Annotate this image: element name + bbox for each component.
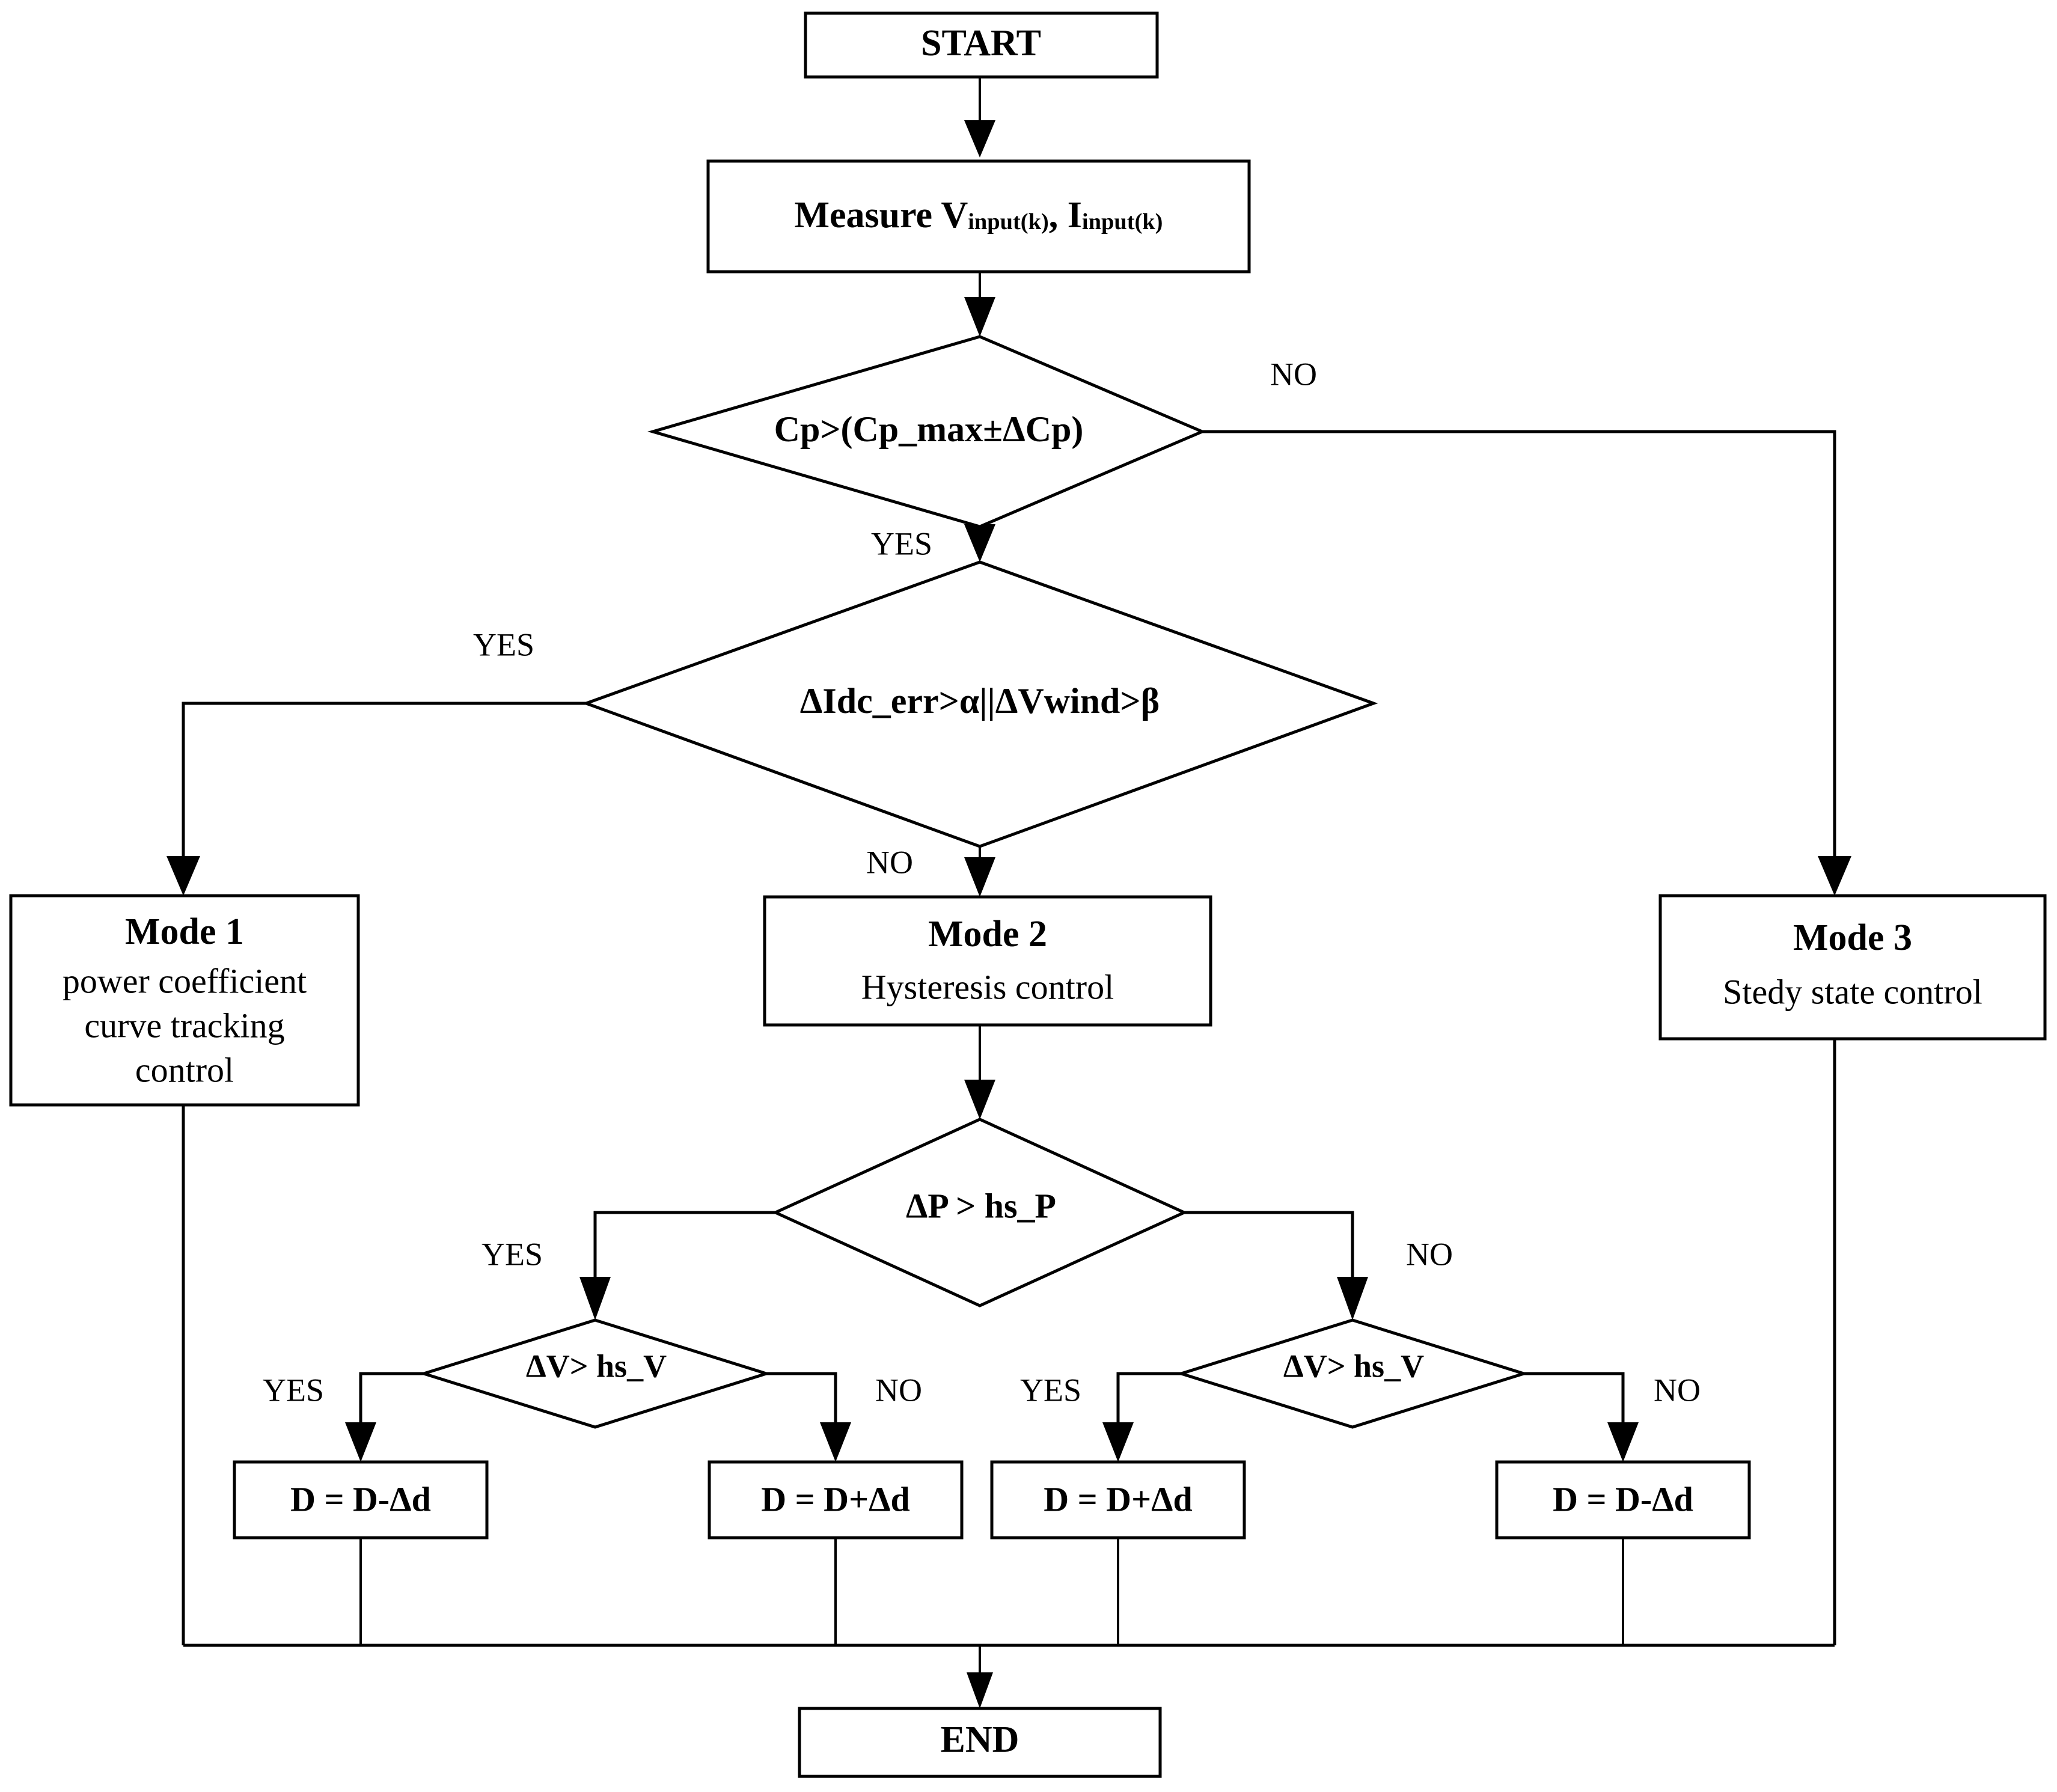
duty-c-label: D = D+Δd: [1044, 1479, 1193, 1518]
node-decision-dv-left[interactable]: ΔV> hs_V: [418, 1318, 772, 1429]
edge-measure-to-cp: [964, 272, 995, 337]
label-dvleft-no: NO: [875, 1372, 922, 1408]
node-duty-a[interactable]: D = D-Δd: [233, 1460, 489, 1540]
end-label: END: [941, 1719, 1019, 1760]
label-dp-no: NO: [1406, 1236, 1453, 1272]
mode1-line2: curve tracking: [84, 1006, 284, 1045]
label-idc-yes: YES: [473, 626, 534, 662]
node-start[interactable]: START: [804, 11, 1159, 79]
edge-idc-yes-to-mode1: [167, 702, 586, 896]
duty-b-label: D = D+Δd: [761, 1479, 910, 1518]
label-cp-yes: YES: [871, 525, 932, 561]
node-decision-idc[interactable]: ΔIdc_err>α||ΔVwind>β: [581, 560, 1378, 848]
node-duty-c[interactable]: D = D+Δd: [990, 1460, 1246, 1540]
node-decision-cp[interactable]: Cp>(Cp_max±ΔCp): [647, 335, 1206, 528]
node-mode3[interactable]: Mode 3 Stedy state control: [1658, 894, 2047, 1041]
duty-d-label: D = D-Δd: [1553, 1479, 1693, 1518]
edge-dvright-yes-to-duty-c: [1102, 1372, 1181, 1462]
decision-idc-label: ΔIdc_err>α||ΔVwind>β: [800, 681, 1160, 721]
node-mode2[interactable]: Mode 2 Hysteresis control: [763, 895, 1212, 1027]
edge-bottom-bus: [182, 1039, 1836, 1708]
label-cp-no: NO: [1270, 356, 1317, 392]
duty-a-label: D = D-Δd: [290, 1479, 431, 1518]
start-label: START: [921, 23, 1041, 64]
label-dvright-no: NO: [1654, 1372, 1701, 1408]
decision-dp-label: ΔP > hs_P: [906, 1186, 1056, 1225]
mode1-title: Mode 1: [125, 911, 244, 952]
mode2-title: Mode 2: [928, 914, 1047, 955]
node-decision-dv-right[interactable]: ΔV> hs_V: [1176, 1318, 1529, 1429]
label-dp-yes: YES: [481, 1236, 543, 1272]
node-decision-dp[interactable]: ΔP > hs_P: [771, 1118, 1188, 1307]
edge-cp-no-to-mode3: [1202, 430, 1851, 896]
mode3-line1: Stedy state control: [1723, 972, 1982, 1011]
label-idc-no: NO: [866, 844, 913, 880]
measure-mid: , I: [1049, 195, 1082, 236]
measure-prefix: Measure V: [795, 195, 968, 236]
edge-cp-yes-to-idc: [964, 524, 995, 562]
edge-mode2-to-dp: [964, 1025, 995, 1119]
node-duty-d[interactable]: D = D-Δd: [1495, 1460, 1751, 1540]
decision-dv-right-label: ΔV> hs_V: [1283, 1348, 1424, 1384]
decision-cp-label: Cp>(Cp_max±ΔCp): [774, 409, 1084, 449]
label-dvright-yes: YES: [1020, 1372, 1081, 1408]
mode2-line1: Hysteresis control: [861, 967, 1114, 1006]
mode1-line3: control: [135, 1050, 234, 1089]
mode1-line1: power coefficient: [63, 961, 307, 1000]
edge-start-to-measure: [964, 77, 995, 157]
node-mode1[interactable]: Mode 1 power coefficient curve tracking …: [9, 894, 360, 1107]
edge-dvright-no-to-duty-d: [1524, 1372, 1639, 1462]
edge-dp-no-to-dv-right: [1184, 1211, 1368, 1320]
edge-idc-no-to-mode2: [964, 846, 995, 897]
node-duty-b[interactable]: D = D+Δd: [708, 1460, 964, 1540]
edge-dvleft-no-to-duty-b: [766, 1372, 851, 1462]
measure-sub2: input(k): [1082, 209, 1163, 234]
node-end[interactable]: END: [798, 1707, 1162, 1778]
edge-dvleft-yes-to-duty-a: [345, 1372, 424, 1462]
measure-sub1: input(k): [968, 209, 1049, 234]
node-measure[interactable]: Measure Vinput(k), Iinput(k): [706, 159, 1251, 274]
measure-label: Measure Vinput(k), Iinput(k): [795, 195, 1163, 236]
label-dvleft-yes: YES: [263, 1372, 324, 1408]
decision-dv-left-label: ΔV> hs_V: [526, 1348, 667, 1384]
mode3-title: Mode 3: [1793, 917, 1912, 958]
edge-dp-yes-to-dv-left: [579, 1211, 775, 1320]
